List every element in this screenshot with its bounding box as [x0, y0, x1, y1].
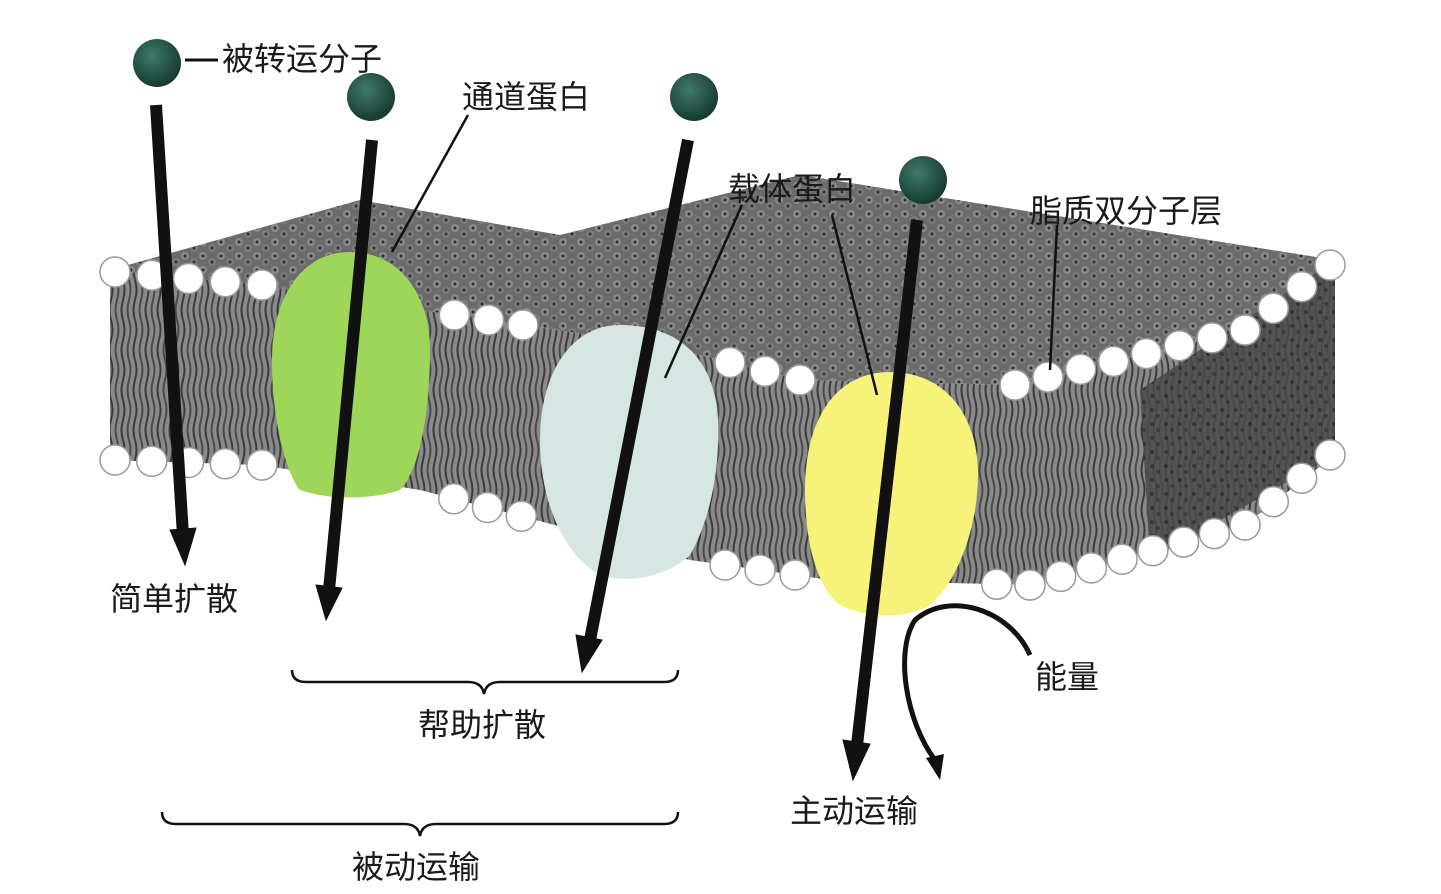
- lipid-head: [438, 483, 470, 515]
- simple-diffusion-label: 简单扩散: [110, 580, 238, 618]
- lipid-head: [1257, 292, 1290, 325]
- transported-molecule-icon: [899, 156, 947, 204]
- passive-transport-label: 被动运输: [352, 848, 480, 886]
- lipid-head: [744, 554, 776, 586]
- energy-arrow: [902, 603, 1033, 780]
- lipid-head: [1229, 314, 1261, 346]
- channel-protein-label: 通道蛋白: [462, 78, 590, 116]
- lipid-head: [505, 500, 538, 533]
- facilitated-diffusion-label: 帮助扩散: [418, 706, 546, 744]
- lipid-head: [172, 262, 205, 295]
- lipid-head: [1229, 509, 1261, 541]
- lipid-head: [1130, 337, 1163, 370]
- lipid-head: [1196, 322, 1228, 354]
- lipid-head: [1097, 345, 1130, 378]
- lipid-head: [507, 309, 539, 341]
- lipid-head: [1285, 270, 1318, 303]
- lipid-head: [1044, 560, 1077, 593]
- leader-line: [1048, 224, 1059, 371]
- lipid-head: [136, 445, 168, 478]
- lipid-head: [1137, 534, 1169, 567]
- lipid-head: [1106, 543, 1138, 576]
- lipid-head: [1075, 552, 1108, 584]
- lipid-head: [1163, 329, 1196, 362]
- lipid-head: [1285, 462, 1318, 495]
- channel-diffusion-arrow: [315, 139, 378, 622]
- transported-molecule-icon: [670, 73, 718, 121]
- lipid-head: [246, 449, 278, 481]
- membrane-top-surface: [110, 175, 1335, 385]
- lipid-head: [1198, 517, 1231, 550]
- lipid-heads-bottom: [99, 439, 1346, 601]
- lipid-head: [246, 269, 278, 301]
- transported-molecule-label: 被转运分子: [222, 40, 382, 78]
- lipid-head: [1014, 569, 1046, 601]
- leader-line: [830, 214, 879, 396]
- lipid-head: [209, 448, 242, 480]
- simple-diffusion-arrow: [150, 104, 197, 567]
- lipid-head: [209, 266, 242, 298]
- transported-molecule-icon: [133, 39, 181, 87]
- leader-line: [390, 114, 470, 253]
- lipid-head: [1167, 526, 1200, 558]
- passive-transport-brace: [160, 811, 680, 837]
- lipid-head: [709, 549, 741, 581]
- membrane-side-face: [1140, 260, 1335, 560]
- lipid-head: [1314, 439, 1346, 471]
- energy-label: 能量: [1035, 658, 1099, 696]
- active-transport-label: 主动运输: [790, 792, 918, 830]
- lipid-head: [99, 444, 131, 476]
- facilitated-diffusion-brace: [290, 669, 680, 695]
- lipid-head: [749, 355, 781, 388]
- lipid-head: [714, 346, 746, 379]
- lipid-bilayer-label: 脂质双分子层: [1030, 192, 1222, 230]
- lipid-head: [999, 369, 1031, 401]
- lipid-head: [471, 491, 504, 524]
- leader-line: [663, 204, 744, 379]
- lipid-head: [779, 559, 811, 591]
- lipid-head: [1032, 361, 1064, 393]
- lipid-head: [1064, 353, 1097, 386]
- lipid-head: [472, 304, 505, 336]
- lipid-head: [980, 568, 1013, 600]
- lipid-head: [438, 299, 471, 331]
- carrier-protein-label: 载体蛋白: [728, 170, 856, 208]
- lipid-head: [1314, 249, 1346, 281]
- active-transport-arrow: [842, 219, 923, 782]
- lipid-heads-top: [99, 249, 1346, 401]
- transported-molecule-icon: [347, 73, 395, 121]
- lipid-head: [784, 364, 816, 396]
- lipid-head: [99, 256, 131, 288]
- lipid-head: [1257, 485, 1290, 518]
- carrier-diffusion-arrow: [575, 138, 694, 674]
